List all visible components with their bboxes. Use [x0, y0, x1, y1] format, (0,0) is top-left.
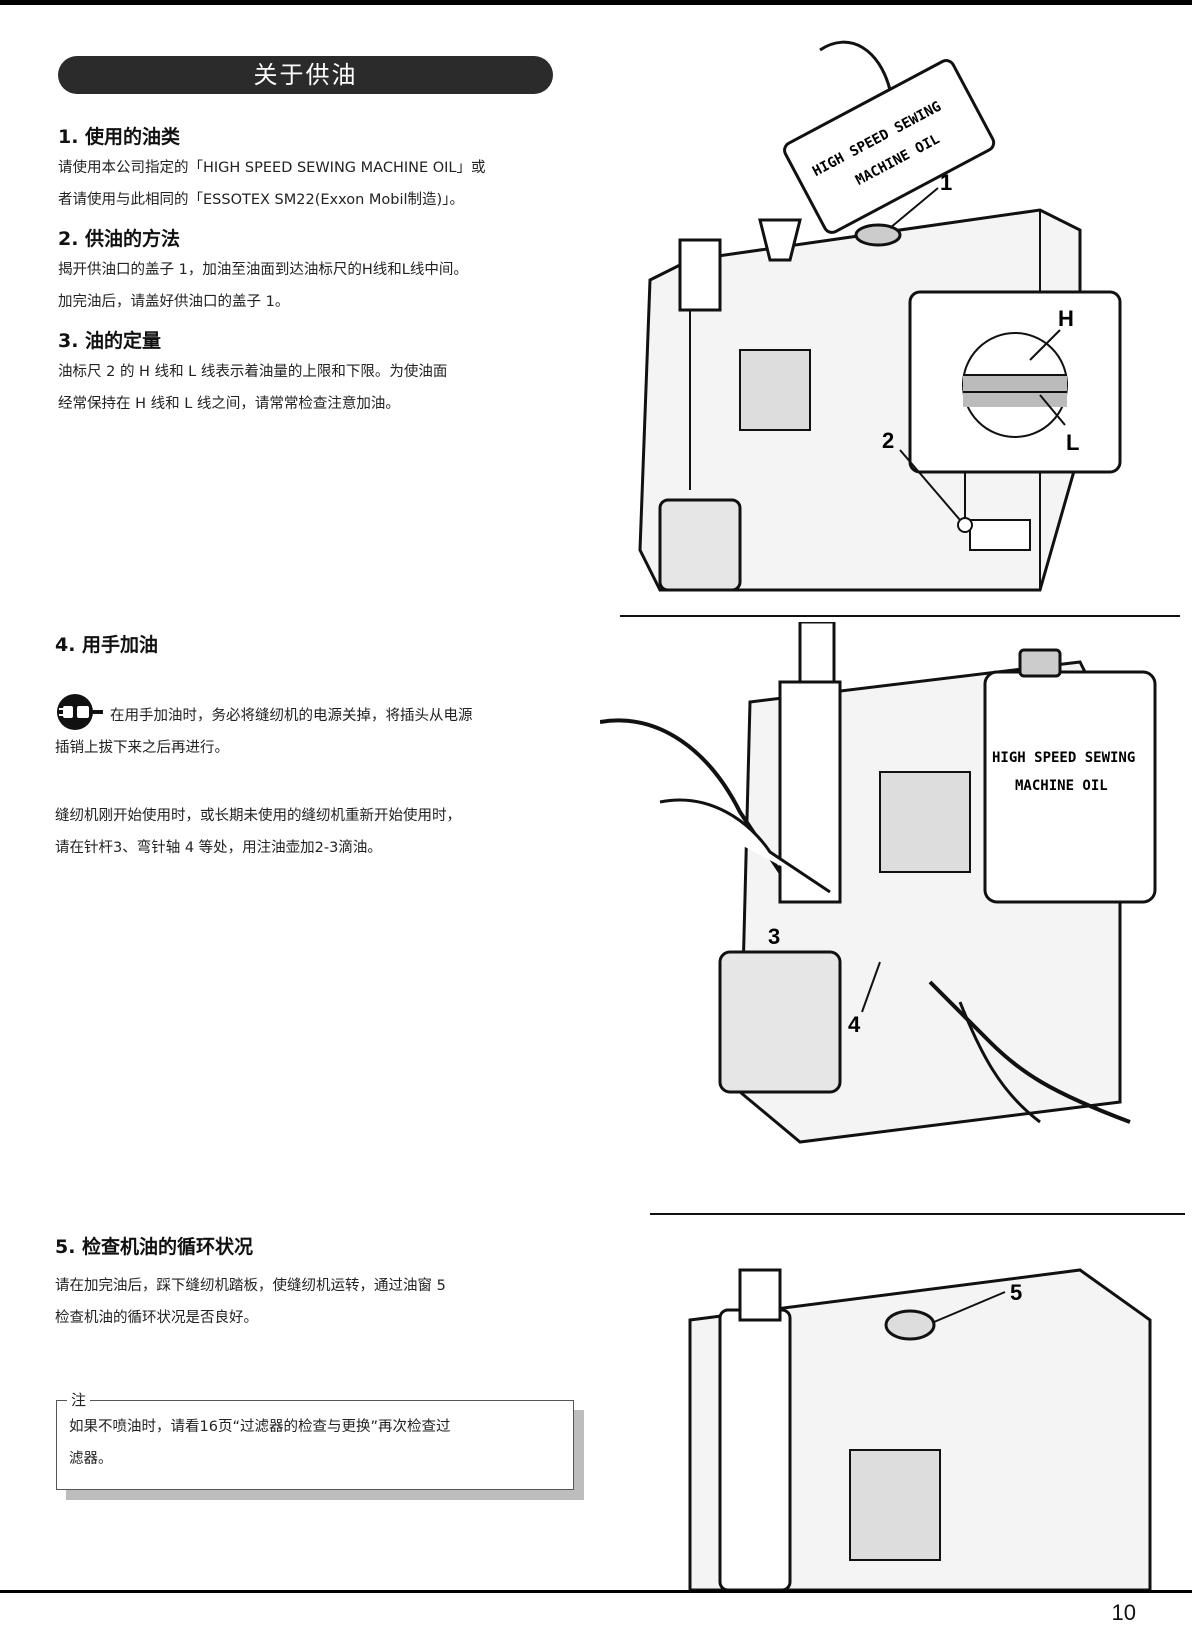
text-line: 油标尺 2 的 H 线和 L 线表示着油量的上限和下限。为使油面	[58, 364, 448, 380]
callout-5: 5	[1010, 1280, 1022, 1305]
top-rule	[0, 0, 1192, 5]
text-line: 加完油后，请盖好供油口的盖子 1。	[58, 294, 290, 310]
text-line: 如果不喷油时，请看16页“过滤器的检查与更换”再次检查过	[69, 1419, 451, 1435]
text-line: 滤器。	[69, 1451, 113, 1467]
section-heading-manual-oiling: 4. 用手加油	[55, 634, 159, 656]
section-body-oil-circulation: 请在加完油后，踩下缝纫机踏板，使缝纫机运转，通过油窗 5 检查机油的循环状况是否…	[55, 1270, 565, 1334]
note-text: 如果不喷油时，请看16页“过滤器的检查与更换”再次检查过 滤器。	[69, 1411, 569, 1475]
text-line: 插销上拔下来之后再进行。	[55, 740, 229, 756]
text-line: 请使用本公司指定的「HIGH SPEED SEWING MACHINE OIL」…	[58, 160, 486, 176]
section-body-oil-quantity: 油标尺 2 的 H 线和 L 线表示着油量的上限和下限。为使油面 经常保持在 H…	[58, 356, 568, 420]
unplug-warning-icon	[57, 694, 103, 730]
warning-text: 在用手加油时，务必将缝纫机的电源关掉，将插头从电源	[110, 700, 570, 732]
warning-text-continued: 插销上拔下来之后再进行。	[55, 732, 565, 764]
note-label: 注	[67, 1389, 91, 1410]
callout-2: 2	[882, 428, 894, 453]
section-body-manual-oiling: 缝纫机刚开始使用时，或长期未使用的缝纫机重新开始使用时， 请在针杆3、弯针轴 4…	[55, 800, 565, 864]
figure-manual-oiling: HIGH SPEED SEWING MACHINE OIL 3 4	[600, 622, 1185, 1197]
text-line: 请在加完油后，踩下缝纫机踏板，使缝纫机运转，通过油窗 5	[55, 1278, 446, 1294]
section-heading-oil-type: 1. 使用的油类	[58, 126, 181, 148]
section-body-oil-type: 请使用本公司指定的「HIGH SPEED SEWING MACHINE OIL」…	[58, 152, 568, 216]
text-line: 者请使用与此相同的「ESSOTEX SM22(Exxon Mobil制造)」。	[58, 192, 464, 208]
text-line: 在用手加油时，务必将缝纫机的电源关掉，将插头从电源	[110, 708, 473, 724]
note-box: 注 如果不喷油时，请看16页“过滤器的检查与更换”再次检查过 滤器。	[56, 1389, 574, 1490]
text-line: 检查机油的循环状况是否良好。	[55, 1310, 258, 1326]
text-line: 揭开供油口的盖子 1，加油至油面到达油标尺的H线和L线中间。	[58, 262, 468, 278]
section-heading-oil-quantity: 3. 油的定量	[58, 330, 162, 352]
bottom-rule	[0, 1590, 1192, 1593]
section-heading-oil-circulation: 5. 检查机油的循环状况	[55, 1236, 254, 1258]
figure-oil-window: 5	[650, 1210, 1185, 1590]
oil-bottle-label-line1: HIGH SPEED SEWING	[992, 750, 1135, 766]
figure-oil-filling: HIGH SPEED SEWING MACHINE OIL 1 H L 2	[620, 30, 1180, 620]
page-title: 关于供油	[58, 56, 553, 94]
text-line: 经常保持在 H 线和 L 线之间，请常常检查注意加油。	[58, 396, 400, 412]
text-line: 请在针杆3、弯针轴 4 等处，用注油壶加2-3滴油。	[55, 840, 382, 856]
text-line: 缝纫机刚开始使用时，或长期未使用的缝纫机重新开始使用时，	[55, 808, 461, 824]
page-number: 10	[1111, 1600, 1136, 1625]
callout-L: L	[1066, 430, 1079, 455]
callout-1: 1	[940, 170, 952, 195]
oil-bottle-label-line2: MACHINE OIL	[1015, 778, 1108, 794]
callout-3: 3	[768, 924, 780, 949]
section-heading-oiling-method: 2. 供油的方法	[58, 228, 181, 250]
callout-4: 4	[848, 1012, 861, 1037]
section-body-oiling-method: 揭开供油口的盖子 1，加油至油面到达油标尺的H线和L线中间。 加完油后，请盖好供…	[58, 254, 568, 318]
callout-H: H	[1058, 306, 1074, 331]
